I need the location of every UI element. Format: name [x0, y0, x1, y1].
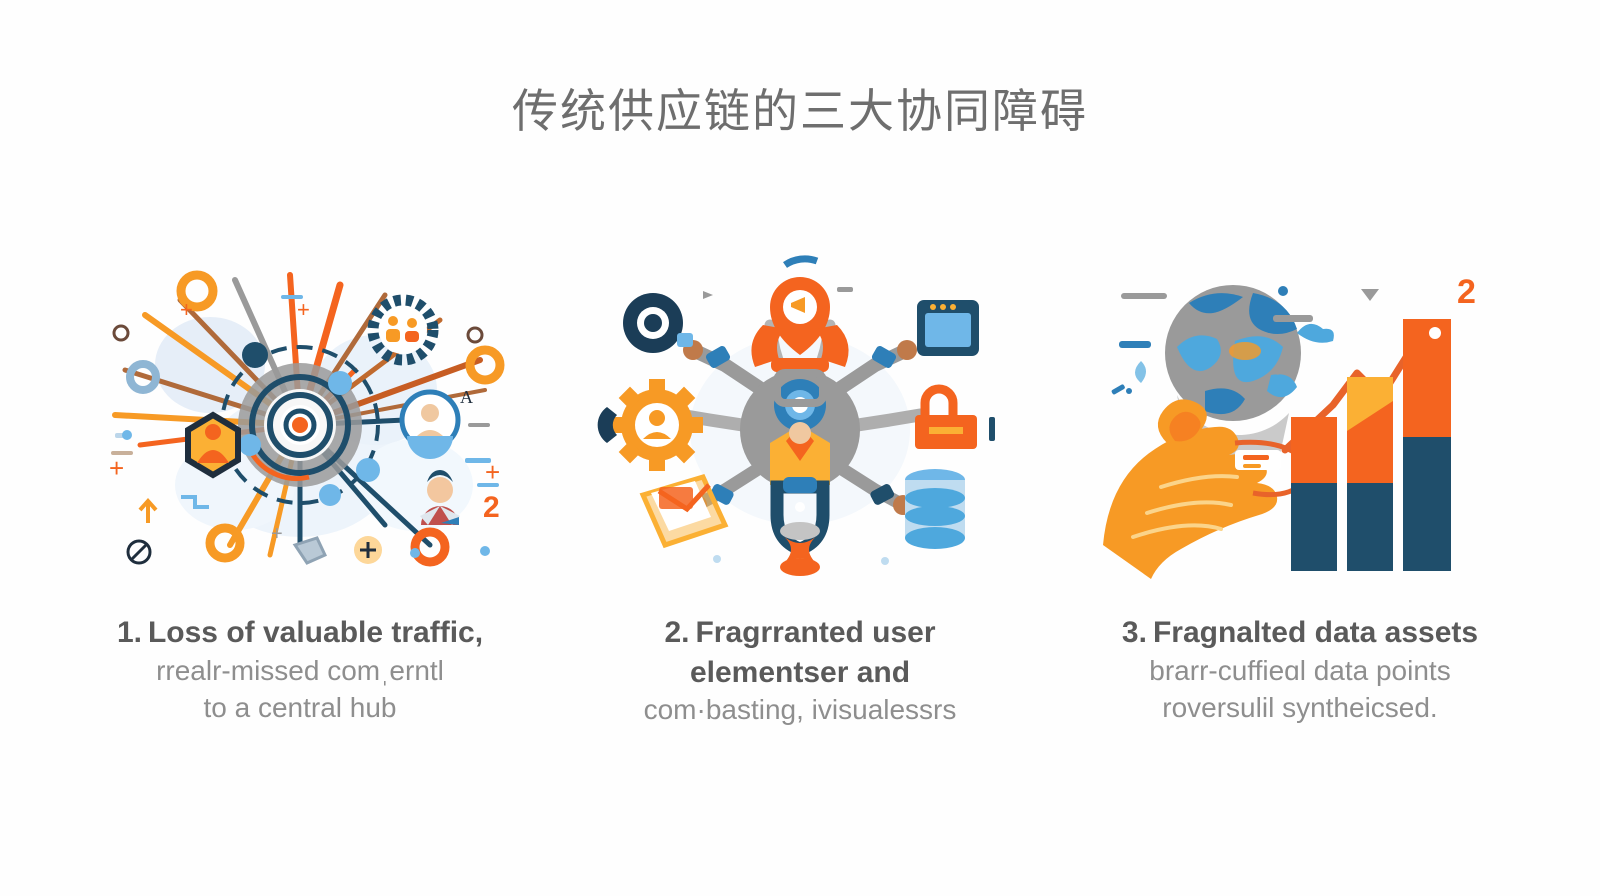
location-pin-icon — [770, 255, 830, 355]
caption-3-heading-text: Fragnalted data assets — [1152, 616, 1479, 649]
node-circles — [126, 270, 505, 567]
network-hub-illustration: + + + + + 2 — [85, 255, 515, 585]
multi-arm-robot-illustration — [585, 255, 1015, 585]
hexagon-badge — [185, 411, 241, 479]
chart-annotation: 2 — [1457, 273, 1476, 311]
bar-3 — [1403, 319, 1451, 571]
hourglass-icon — [780, 522, 820, 576]
bar-chart — [1291, 319, 1451, 571]
robot-torso — [740, 370, 860, 490]
caption-1-line-2: to a central hub — [203, 691, 397, 723]
person-avatar — [420, 470, 460, 525]
caption-2-heading: 2.Fragrranted user — [570, 613, 1030, 653]
bar-1 — [1291, 417, 1337, 571]
svg-text:+: + — [180, 297, 193, 322]
scatter-icons — [703, 287, 889, 565]
people-gear-badge — [367, 294, 439, 366]
caption-2-heading-text: Fragrranted user — [695, 616, 936, 649]
concentric-hub — [238, 363, 362, 487]
camera-lens-icon — [623, 293, 693, 353]
envelope-icon — [639, 473, 729, 549]
caption-3-line-2: roversulil syntheicsed. — [1162, 691, 1438, 723]
caption-1: 1.Loss of valuable traffic, rrealr-misse… — [70, 613, 530, 727]
caption-3-number: 3. — [1121, 616, 1147, 649]
page-title-wrapper: 传统供应链的三大协同障碍 — [0, 86, 1600, 137]
svg-text:A: A — [460, 387, 473, 407]
database-icon — [905, 469, 965, 549]
caption-2-heading-line-2: elementser and — [689, 655, 911, 689]
bar-2 — [1347, 377, 1393, 571]
caption-1-heading-text: Loss of valuable traffic, — [147, 616, 484, 649]
caption-1-heading: 1.Loss of valuable traffic, — [70, 613, 530, 653]
hand-icon — [1103, 399, 1311, 579]
column-1: + + + + + 2 — [50, 255, 550, 727]
svg-text:2: 2 — [483, 491, 500, 524]
svg-text:+: + — [109, 453, 124, 483]
caption-2: 2.Fragrranted user elementser and com·ba… — [570, 613, 1030, 729]
lock-icon — [915, 384, 995, 449]
svg-text:+: + — [485, 457, 500, 487]
shoulder-pads — [751, 325, 849, 407]
scatter-icons — [1111, 286, 1379, 395]
columns-container: + + + + + 2 — [0, 255, 1600, 729]
column-3: 2 — [1050, 255, 1550, 727]
monitor-icon — [917, 300, 979, 356]
page-title: 传统供应链的三大协同障碍 — [512, 84, 1088, 138]
svg-text:+: + — [297, 297, 310, 322]
caption-3-heading: 3.Fragnalted data assets — [1070, 613, 1530, 653]
svg-text:+: + — [271, 523, 283, 545]
caption-2-line-1: com·basting, ivisualessrs — [643, 694, 957, 726]
scatter-icons: + + + + + 2 — [109, 295, 500, 565]
column-2: 2.Fragrranted user elementser and com·ba… — [550, 255, 1050, 729]
caption-1-line-1: rrealr-missed comˌerntl — [156, 654, 444, 686]
gear-icon — [597, 379, 703, 471]
hand-globe-chart-illustration: 2 — [1085, 255, 1515, 585]
caption-3-line-1: brarr-cuffieɑl data points — [1149, 654, 1451, 686]
caption-1-number: 1. — [116, 616, 142, 649]
caption-3: 3.Fragnalted data assets brarr-cuffieɑl … — [1070, 613, 1530, 727]
avatar-badge — [399, 389, 461, 459]
caption-2-number: 2. — [664, 616, 690, 649]
